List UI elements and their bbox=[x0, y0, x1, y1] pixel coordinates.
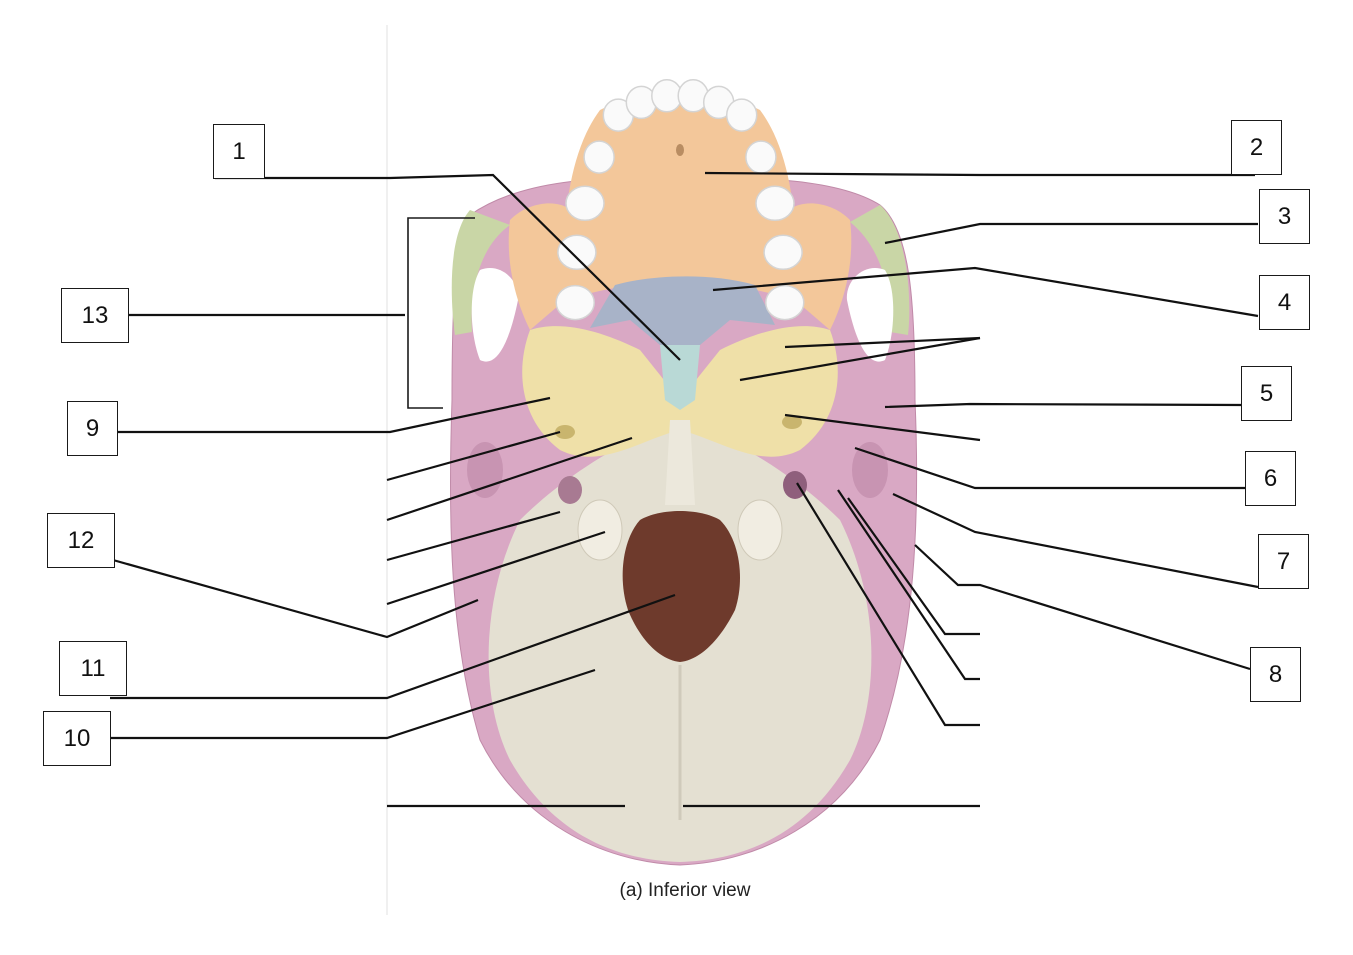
label-box-5[interactable]: 5 bbox=[1241, 366, 1292, 421]
leader-line-unlabeled-c bbox=[784, 413, 981, 442]
label-box-2[interactable]: 2 bbox=[1231, 120, 1282, 175]
skull-illustration bbox=[449, 79, 918, 866]
tooth bbox=[763, 234, 803, 271]
tooth bbox=[555, 284, 595, 321]
occipital-condyle-left bbox=[577, 499, 623, 561]
basilar-process bbox=[665, 420, 695, 505]
label-box-7[interactable]: 7 bbox=[1258, 534, 1309, 589]
jugular-foramen-right bbox=[783, 471, 807, 499]
label-box-12[interactable]: 12 bbox=[47, 513, 115, 568]
leader-line-unlabeled-h bbox=[386, 430, 561, 482]
maxilla-palate bbox=[563, 95, 797, 300]
leader-line-5 bbox=[884, 402, 1243, 409]
leader-line-unlabeled-j bbox=[386, 510, 561, 562]
label-box-3[interactable]: 3 bbox=[1259, 189, 1310, 244]
leader-line-8 bbox=[914, 544, 1251, 671]
tooth bbox=[745, 140, 777, 174]
zygomatic-arch-right bbox=[850, 205, 910, 335]
foramen-magnum bbox=[622, 511, 740, 662]
leader-lines bbox=[110, 171, 1259, 808]
leader-line-unlabeled-f bbox=[796, 482, 980, 727]
tooth bbox=[725, 98, 758, 132]
tooth bbox=[557, 234, 597, 271]
leader-line-12 bbox=[112, 558, 479, 639]
tooth bbox=[765, 284, 805, 321]
label-box-13[interactable]: 13 bbox=[61, 288, 129, 343]
leader-line-11 bbox=[110, 593, 676, 700]
label-box-10[interactable]: 10 bbox=[43, 711, 111, 766]
incisive-foramen bbox=[676, 144, 684, 156]
tooth bbox=[755, 185, 795, 222]
maxilla-lateral-right bbox=[790, 203, 852, 330]
zygomatic-opening-right bbox=[846, 268, 894, 362]
leader-line-4 bbox=[712, 266, 1259, 318]
teeth bbox=[555, 79, 805, 321]
leader-line-unlabeled-i bbox=[386, 436, 633, 522]
label-box-4[interactable]: 4 bbox=[1259, 275, 1310, 330]
leader-line-unlabeled-b bbox=[739, 336, 981, 382]
zygomatic-opening-left bbox=[471, 268, 519, 362]
bracket-13 bbox=[407, 217, 475, 409]
mastoid-right bbox=[852, 442, 888, 498]
leader-line-unlabeled-e bbox=[837, 489, 980, 681]
leader-line-1 bbox=[215, 173, 681, 361]
leader-line-9 bbox=[118, 396, 551, 434]
jugular-foramen-left bbox=[558, 476, 582, 504]
tooth bbox=[565, 185, 605, 222]
label-box-9[interactable]: 9 bbox=[67, 401, 118, 456]
leader-line-2 bbox=[704, 171, 1255, 177]
tooth bbox=[583, 140, 615, 174]
label-box-11[interactable]: 11 bbox=[59, 641, 127, 696]
occipital-condyle-right bbox=[737, 499, 783, 561]
label-box-8[interactable]: 8 bbox=[1250, 647, 1301, 702]
label-box-6[interactable]: 6 bbox=[1245, 451, 1296, 506]
leader-line-unlabeled-k bbox=[386, 530, 606, 606]
figure-caption: (a) Inferior view bbox=[619, 880, 751, 901]
leader-line-6 bbox=[854, 446, 1247, 490]
leader-line-7 bbox=[892, 493, 1259, 589]
vomer bbox=[590, 276, 775, 360]
label-box-1[interactable]: 1 bbox=[213, 124, 265, 179]
ethmoid-gap bbox=[660, 345, 700, 410]
leader-line-3 bbox=[884, 222, 1258, 245]
leader-line-10 bbox=[111, 668, 596, 740]
foramen-ovale-left bbox=[555, 425, 575, 439]
foramen-ovale-right bbox=[782, 415, 802, 429]
leader-line-unlabeled-a bbox=[784, 336, 981, 349]
sphenoid-region bbox=[522, 326, 838, 457]
tooth bbox=[651, 79, 683, 113]
zygomatic-arch-left bbox=[451, 210, 510, 335]
leader-line-unlabeled-d bbox=[847, 497, 980, 636]
